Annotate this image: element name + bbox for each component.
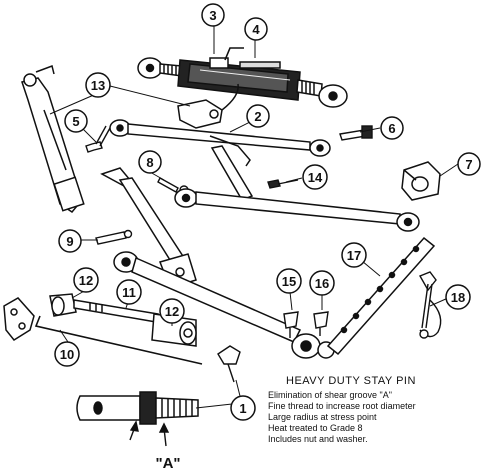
svg-text:1: 1: [239, 401, 246, 416]
note-title: HEAVY DUTY STAY PIN: [286, 375, 416, 387]
svg-text:11: 11: [122, 285, 136, 300]
svg-text:14: 14: [308, 170, 323, 185]
callout-3: 3: [201, 3, 225, 27]
lynch-pin: [217, 345, 241, 383]
svg-text:18: 18: [451, 290, 465, 305]
stabilizer-bar: [109, 119, 331, 201]
note-line-4: Heat treated to Grade 8: [268, 423, 363, 433]
callout-17: 17: [341, 242, 367, 268]
callout-14: 14: [302, 164, 328, 190]
svg-text:5: 5: [72, 114, 79, 129]
groove-arrows: [129, 420, 170, 447]
clip-16: [313, 311, 329, 336]
callout-8: 8: [138, 150, 162, 174]
svg-text:4: 4: [252, 22, 260, 37]
callout-18: 18: [445, 284, 471, 310]
bolt-5: [85, 125, 111, 153]
callout-7: 7: [457, 152, 481, 176]
note-line-2: Fine thread to increase root diameter: [268, 401, 416, 411]
hitch-pin-18: [418, 271, 442, 339]
callout-16: 16: [309, 270, 335, 296]
callout-12-right: 12: [159, 298, 185, 324]
svg-text:8: 8: [146, 155, 153, 170]
drawbar: [326, 236, 436, 356]
svg-text:2: 2: [254, 109, 261, 124]
note-line-1: Elimination of shear groove "A": [268, 390, 392, 400]
callout-2: 2: [246, 104, 270, 128]
svg-text:6: 6: [388, 121, 395, 136]
svg-text:7: 7: [465, 157, 472, 172]
callout-1: 1: [230, 395, 256, 421]
stay-pin: [76, 391, 199, 425]
mounting-plate: [3, 297, 35, 341]
svg-text:10: 10: [60, 347, 74, 362]
pin-9: [95, 229, 133, 245]
callout-12-left: 12: [73, 267, 99, 293]
svg-text:16: 16: [315, 276, 329, 291]
right-lower-link: [174, 188, 420, 232]
lower-link-arm: [113, 251, 335, 359]
stay-pin-notes: HEAVY DUTY STAY PIN Elimination of shear…: [268, 375, 416, 444]
callout-11: 11: [116, 279, 142, 305]
note-line-3: Large radius at stress point: [268, 412, 377, 422]
callout-13: 13: [85, 72, 111, 98]
callout-15: 15: [276, 268, 302, 294]
clip-15: [283, 311, 299, 338]
groove-label: "A": [155, 455, 180, 472]
svg-text:12: 12: [79, 273, 93, 288]
top-link-bracket: [177, 83, 239, 129]
note-line-5: Includes nut and washer.: [268, 434, 368, 444]
svg-text:13: 13: [91, 78, 105, 93]
callout-10: 10: [54, 341, 80, 367]
svg-text:17: 17: [347, 248, 361, 263]
callout-6: 6: [380, 116, 404, 140]
callout-9: 9: [58, 229, 82, 253]
bolt-6: [339, 125, 373, 141]
svg-text:3: 3: [209, 8, 216, 23]
callout-4: 4: [244, 17, 268, 41]
svg-text:9: 9: [66, 234, 73, 249]
callout-5: 5: [64, 109, 88, 133]
bushing-7: [401, 161, 441, 201]
svg-text:12: 12: [165, 304, 179, 319]
svg-text:15: 15: [282, 274, 296, 289]
check-chain-lever: [21, 65, 85, 213]
bolt-14: [267, 179, 299, 189]
top-link-assembly: [137, 47, 348, 108]
